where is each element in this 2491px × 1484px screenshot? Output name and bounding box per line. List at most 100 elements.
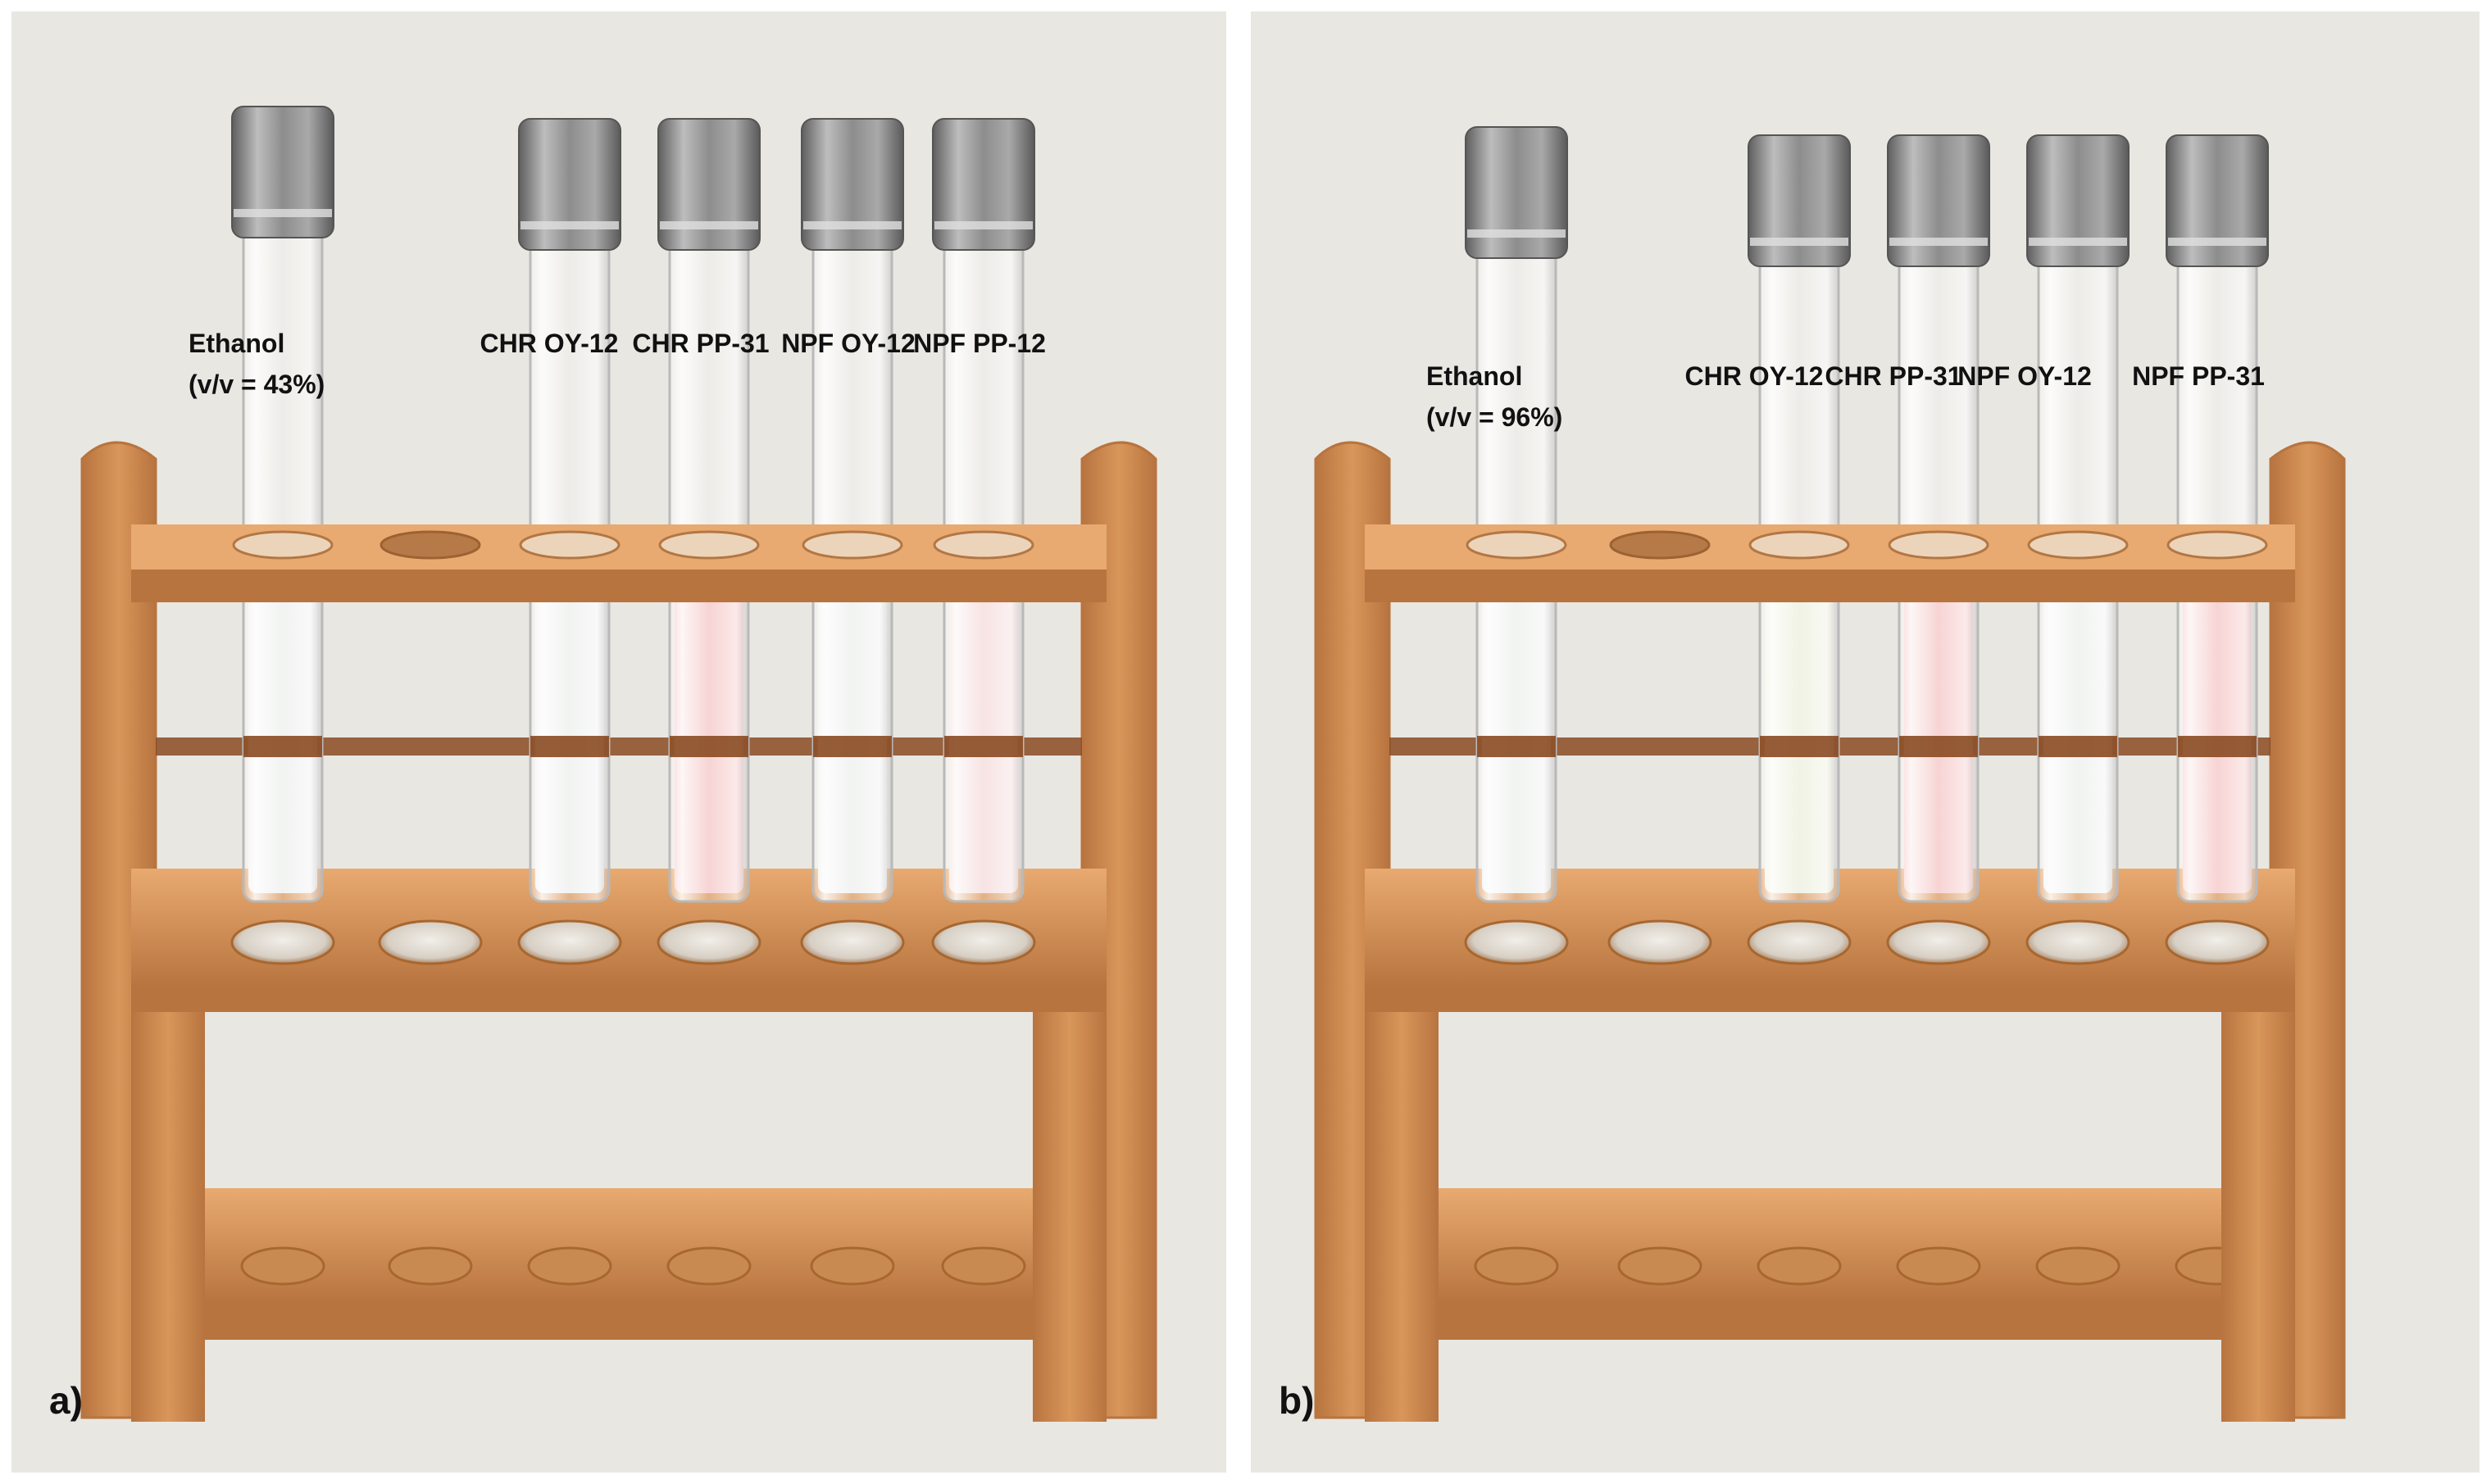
tube-label: CHR OY-12 [1685,361,1824,391]
cap-ring [1750,238,1848,246]
test-tube [1887,134,1990,903]
top-hole [519,530,620,560]
tube-cap [231,106,334,238]
rack-bottom-shelf [1381,1188,2279,1303]
middle-hole [378,919,483,965]
tube-band [1760,736,1839,757]
top-hole [380,530,481,560]
tube-cap [518,118,621,251]
tube-band [243,736,322,757]
tube-label: NPF PP-31 [2132,361,2265,391]
tube-band [530,736,609,757]
tube-label: Ethanol [189,329,284,358]
tube-cap [2026,134,2130,267]
tube-label: CHR PP-31 [632,329,769,358]
middle-hole [931,919,1036,965]
bottom-well [1617,1246,1702,1286]
test-tube [2166,134,2269,903]
tube-cap [2166,134,2269,267]
panel-divider [1237,0,1240,1484]
top-hole [2027,530,2129,560]
bottom-well [527,1246,612,1286]
rack-left-leg [1365,1012,1439,1422]
cap-ring [234,209,332,217]
tube-label: (v/v = 43%) [189,370,325,399]
rack-right-leg [1033,1012,1107,1422]
panel-label: a) [49,1379,83,1422]
top-hole [1888,530,1989,560]
middle-hole [1607,919,1712,965]
cap-ring [803,221,902,229]
top-hole [232,530,334,560]
rack-bottom-edge [148,1303,1090,1340]
middle-hole [230,919,335,965]
test-tube [1748,134,1851,903]
tube-cap [932,118,1035,251]
tube-cap [1465,126,1568,259]
test-tube [657,118,761,903]
tube-label: NPF OY-12 [1957,361,2092,391]
cap-ring [2029,238,2127,246]
bottom-well [1896,1246,1981,1286]
cap-ring [660,221,758,229]
middle-hole [2025,919,2130,965]
top-hole [802,530,903,560]
top-hole [1609,530,1711,560]
cap-ring [934,221,1033,229]
cap-ring [520,221,619,229]
panel-label: b) [1279,1379,1314,1422]
tube-band [2178,736,2257,757]
bottom-well [810,1246,895,1286]
tube-label: NPF OY-12 [781,329,916,358]
rack-bottom-edge [1381,1303,2279,1340]
bottom-well [240,1246,325,1286]
tube-band [944,736,1023,757]
tube-cap [1887,134,1990,267]
middle-hole [1886,919,1991,965]
tube-band [813,736,892,757]
tube-label: CHR OY-12 [480,329,619,358]
test-tube [1465,126,1568,903]
rack-bottom-shelf [148,1188,1090,1303]
test-tube [231,106,334,903]
middle-hole [1464,919,1569,965]
rack-top-edge [1365,570,2295,602]
middle-hole [657,919,761,965]
tube-label: (v/v = 96%) [1426,402,1562,432]
bottom-well [666,1246,752,1286]
bottom-well [941,1246,1026,1286]
test-tube [801,118,904,903]
middle-hole [517,919,622,965]
tube-label: CHR PP-31 [1825,361,1961,391]
top-hole [933,530,1034,560]
cap-ring [2168,238,2266,246]
cap-ring [1467,229,1566,238]
test-tube [2026,134,2130,903]
middle-hole [2165,919,2270,965]
bottom-well [2035,1246,2121,1286]
tube-label: NPF PP-12 [913,329,1046,358]
middle-hole [1747,919,1852,965]
middle-hole [800,919,905,965]
rack-left-leg [131,1012,205,1422]
top-hole [1748,530,1850,560]
rack-right-leg [2221,1012,2295,1422]
tube-band [2039,736,2117,757]
test-tube [518,118,621,903]
tube-band [670,736,748,757]
tube-label: Ethanol [1426,361,1522,391]
rack-middle-edge [1365,987,2295,1012]
bottom-well [388,1246,473,1286]
cap-ring [1889,238,1988,246]
bottom-well [1757,1246,1842,1286]
bottom-well [1474,1246,1559,1286]
tube-band [1899,736,1978,757]
rack-top-edge [131,570,1107,602]
top-hole [658,530,760,560]
tube-cap [1748,134,1851,267]
top-hole [1466,530,1567,560]
top-hole [2166,530,2268,560]
